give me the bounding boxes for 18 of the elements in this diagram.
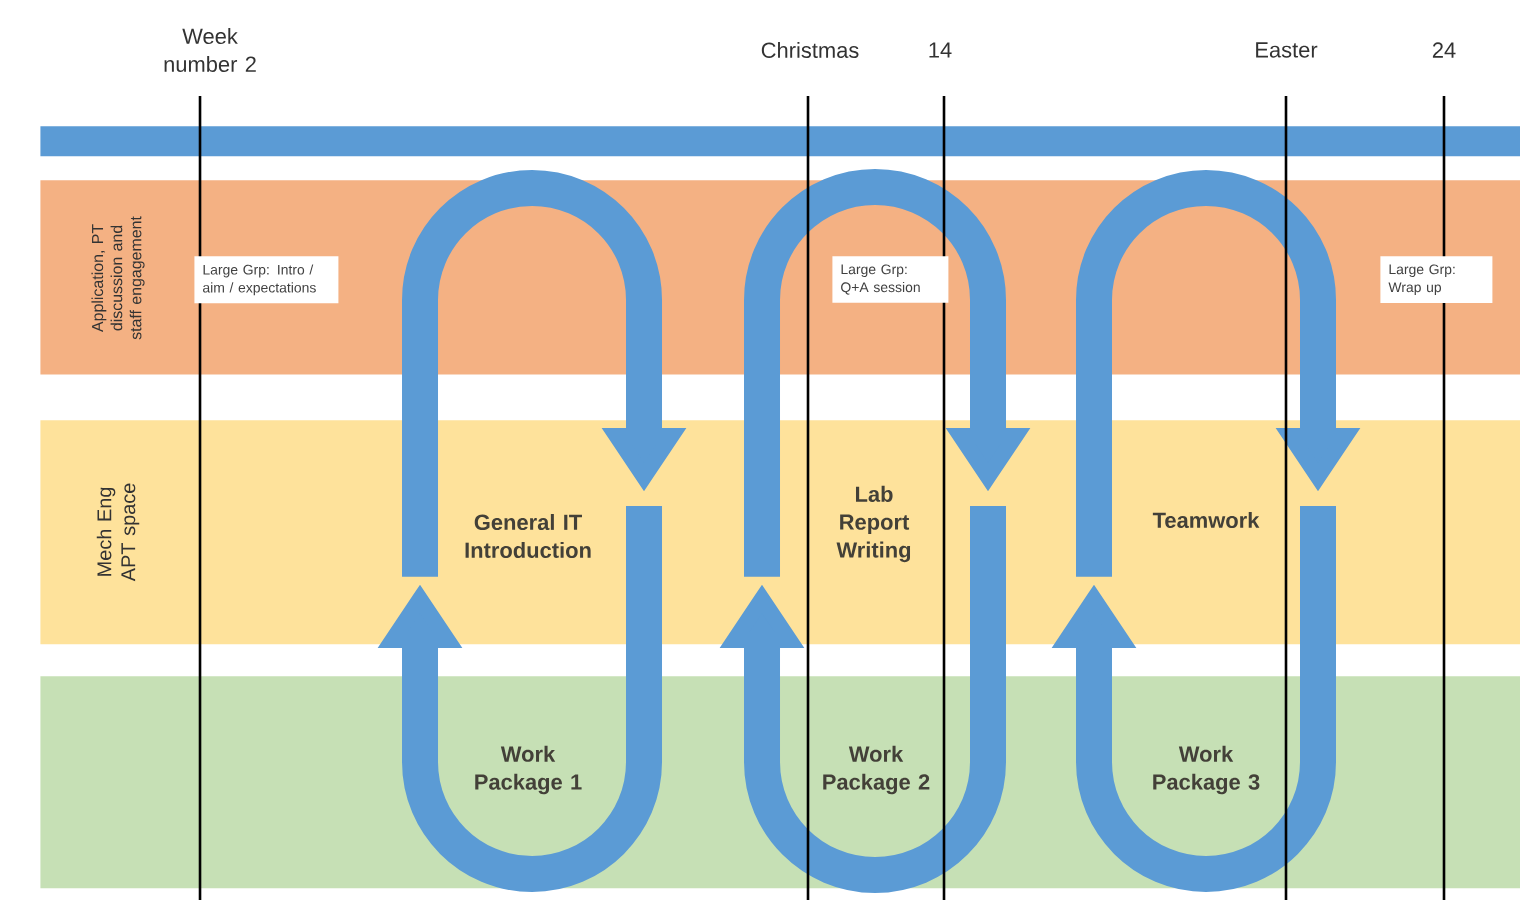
topic-label: Teamwork <box>1152 511 1260 529</box>
week-label: Week number 2 <box>164 28 256 72</box>
topic-label: Lab Report Writing <box>836 485 911 563</box>
cycle-arrow <box>1076 169 1361 577</box>
week-label: 14 <box>929 42 952 58</box>
cycle-arrow <box>402 169 687 577</box>
cycle-arrow <box>719 505 1006 893</box>
topic-label: Work Package 2 <box>823 745 930 795</box>
cycle-arrow <box>377 505 662 892</box>
week-label: Christmas <box>761 41 859 59</box>
cycle-arrow <box>744 168 1031 577</box>
cycle-arrow <box>1051 505 1336 892</box>
topic-label: Work Package 3 <box>1153 745 1260 795</box>
week-label: Easter <box>1256 42 1318 58</box>
topic-label: Work Package 1 <box>475 745 582 795</box>
timeline-bar <box>40 126 1520 157</box>
topic-label: General IT Introduction <box>465 514 591 558</box>
week-label: 24 <box>1432 42 1456 58</box>
